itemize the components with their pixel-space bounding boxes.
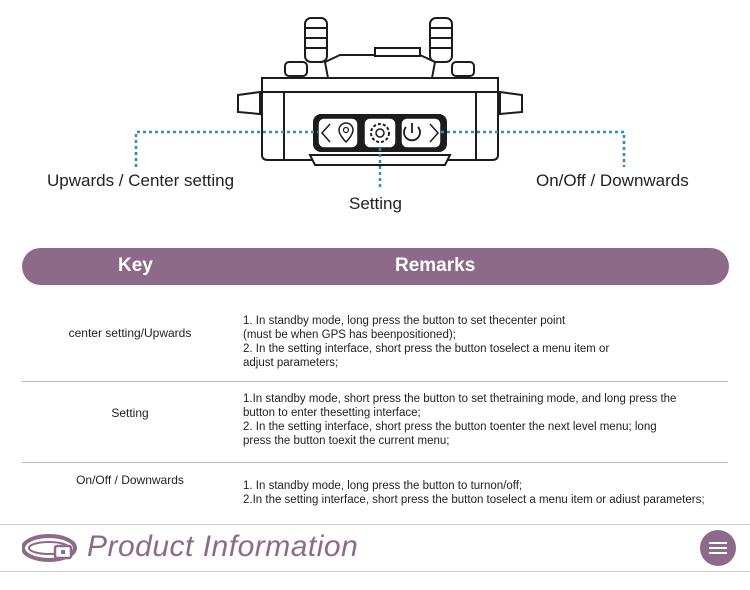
callout-onoff-downwards: On/Off / Downwards: [536, 171, 689, 190]
row-divider: [22, 462, 728, 463]
table-row-key: Setting: [111, 406, 149, 420]
header-remarks: Remarks: [395, 255, 476, 276]
remark-line: 1. In standby mode, long press the butto…: [243, 480, 523, 492]
table-row-key: center setting/Upwards: [68, 326, 192, 340]
footer-top-divider: [0, 524, 750, 525]
remark-line: 1. In standby mode, long press the butto…: [243, 315, 566, 327]
header-key: Key: [118, 255, 153, 276]
remark-line: button to enter thesetting interface;: [243, 407, 421, 419]
footer-bottom-divider: [0, 571, 750, 572]
menu-button[interactable]: [700, 530, 736, 566]
device-illustration: [134, 17, 626, 188]
table-row-remarks: 1. In standby mode, long press the butto…: [243, 479, 733, 507]
collar-icon: [22, 534, 77, 562]
callout-setting: Setting: [349, 194, 402, 213]
remark-line: press the button toexit the current menu…: [243, 435, 450, 447]
table-row-remarks: 1. In standby mode, long press the butto…: [243, 314, 733, 370]
remark-line: (must be when GPS has beenpositioned);: [243, 329, 456, 341]
remark-line: 2.In the setting interface, short press …: [243, 494, 705, 506]
remark-line: adjust parameters;: [243, 357, 339, 369]
section-title: Product Information: [87, 530, 359, 563]
table-header: [22, 248, 729, 285]
table-row-key: On/Off / Downwards: [76, 473, 184, 487]
remark-line: 1.In standby mode, short press the butto…: [243, 393, 677, 405]
remark-line: 2. In the setting interface, short press…: [243, 343, 610, 355]
table-row-remarks: 1.In standby mode, short press the butto…: [243, 392, 733, 448]
row-divider: [22, 381, 728, 382]
remark-line: 2. In the setting interface, short press…: [243, 421, 657, 433]
callout-upwards-center: Upwards / Center setting: [47, 171, 235, 190]
